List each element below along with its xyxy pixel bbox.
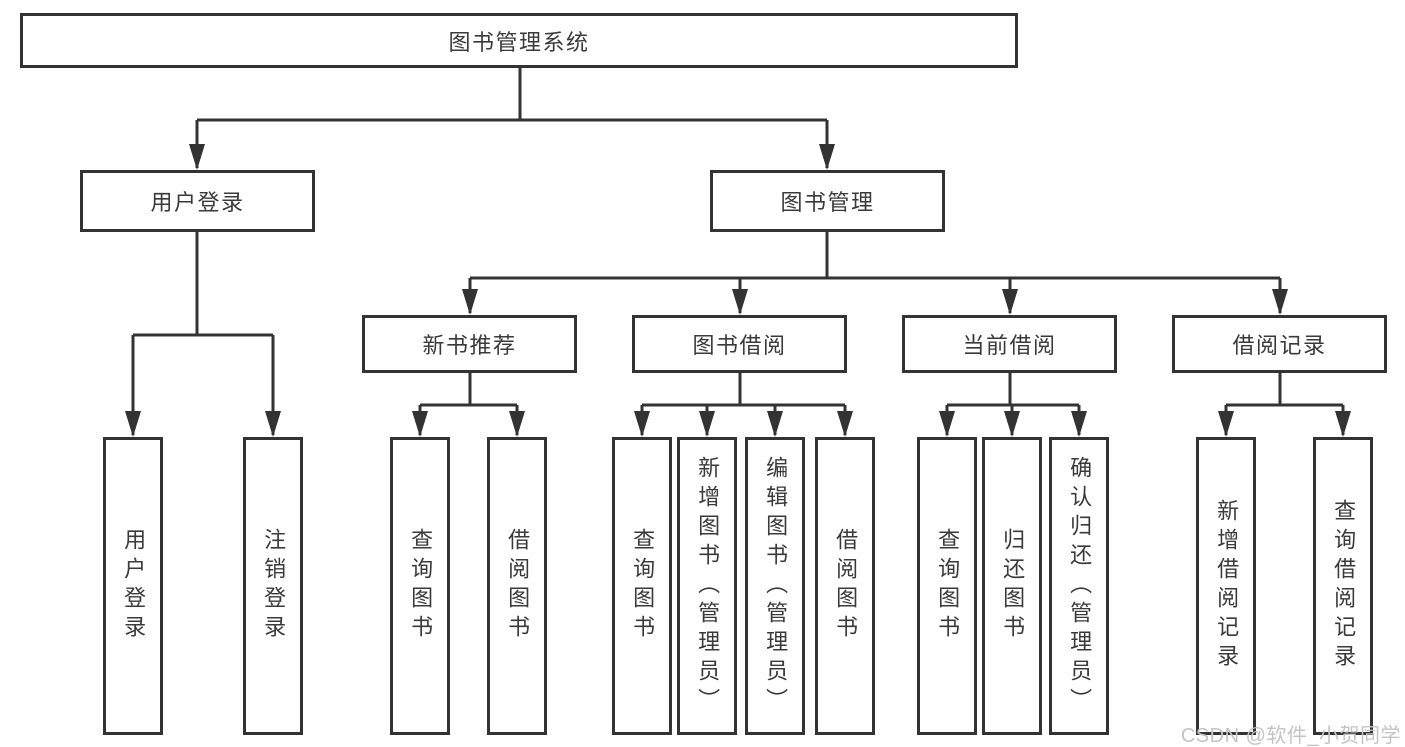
csdn-watermark: CSDN @软件_小贺同学	[1180, 725, 1401, 747]
leaf-add-book-admin-label: 新增图书（管理员）	[695, 455, 721, 717]
connector-trunk	[420, 373, 517, 407]
connector-trunk	[470, 232, 1280, 280]
connector-current-borrow-children	[939, 373, 1087, 437]
leaf-edit-book-admin: 编辑图书（管理员）	[745, 437, 805, 735]
connector-trunk	[133, 232, 273, 337]
node-new-book-recommend-label: 新书推荐	[422, 333, 517, 358]
leaf-add-book-admin: 新增图书（管理员）	[677, 437, 737, 735]
leaf-add-borrow-record: 新增借阅记录	[1196, 437, 1256, 735]
connector-book-borrow-children	[634, 373, 853, 437]
connector-trunk	[197, 68, 827, 122]
node-new-book-recommend: 新书推荐	[362, 315, 577, 373]
leaf-borrow-books-label: 借阅图书	[833, 528, 859, 644]
node-root-label: 图书管理系统	[448, 29, 590, 55]
leaf-borrow-books: 借阅图书	[815, 437, 875, 735]
connector-root-to-level2	[189, 68, 835, 170]
leaf-logout-label: 注销登录	[261, 528, 287, 644]
leaf-query-books-current: 查询图书	[917, 437, 977, 735]
node-current-borrowing-label: 当前借阅	[962, 333, 1057, 358]
leaf-user-login-label: 用户登录	[121, 528, 147, 644]
leaf-borrow-books-recommend-label: 借阅图书	[505, 528, 531, 644]
leaf-query-books-current-label: 查询图书	[935, 528, 961, 644]
node-borrowing-records-label: 借阅记录	[1232, 333, 1327, 358]
connector-new-book-children	[412, 373, 525, 437]
node-user-login: 用户登录	[80, 170, 315, 232]
node-book-management: 图书管理	[710, 170, 945, 232]
node-root: 图书管理系统	[20, 13, 1018, 68]
leaf-user-login: 用户登录	[103, 437, 163, 735]
node-book-borrowing: 图书借阅	[632, 315, 847, 373]
leaf-logout: 注销登录	[243, 437, 303, 735]
node-book-borrowing-label: 图书借阅	[692, 333, 787, 358]
node-borrowing-records: 借阅记录	[1172, 315, 1387, 373]
leaf-query-books-borrowing-label: 查询图书	[630, 528, 656, 644]
leaf-borrow-books-recommend: 借阅图书	[487, 437, 547, 735]
leaf-confirm-return-admin-label: 确认归还（管理员）	[1067, 455, 1093, 717]
leaf-add-borrow-record-label: 新增借阅记录	[1214, 499, 1240, 673]
connector-book-mgmt-to-level3	[462, 232, 1288, 315]
connector-user-login-children	[125, 232, 281, 437]
connector-trunk	[947, 373, 1079, 407]
connector-trunk	[642, 373, 845, 407]
leaf-confirm-return-admin: 确认归还（管理员）	[1049, 437, 1109, 735]
node-user-login-label: 用户登录	[150, 190, 245, 215]
node-current-borrowing: 当前借阅	[902, 315, 1117, 373]
leaf-edit-book-admin-label: 编辑图书（管理员）	[763, 455, 789, 717]
node-book-management-label: 图书管理	[780, 190, 875, 215]
leaf-query-books-borrowing: 查询图书	[612, 437, 672, 735]
leaf-return-book: 归还图书	[982, 437, 1042, 735]
connector-records-children	[1218, 373, 1351, 437]
leaf-query-borrow-record: 查询借阅记录	[1313, 437, 1373, 735]
leaf-query-borrow-record-label: 查询借阅记录	[1331, 499, 1357, 673]
leaf-query-books-recommend-label: 查询图书	[408, 528, 434, 644]
leaf-return-book-label: 归还图书	[1000, 528, 1026, 644]
connector-trunk	[1226, 373, 1343, 407]
leaf-query-books-recommend: 查询图书	[390, 437, 450, 735]
